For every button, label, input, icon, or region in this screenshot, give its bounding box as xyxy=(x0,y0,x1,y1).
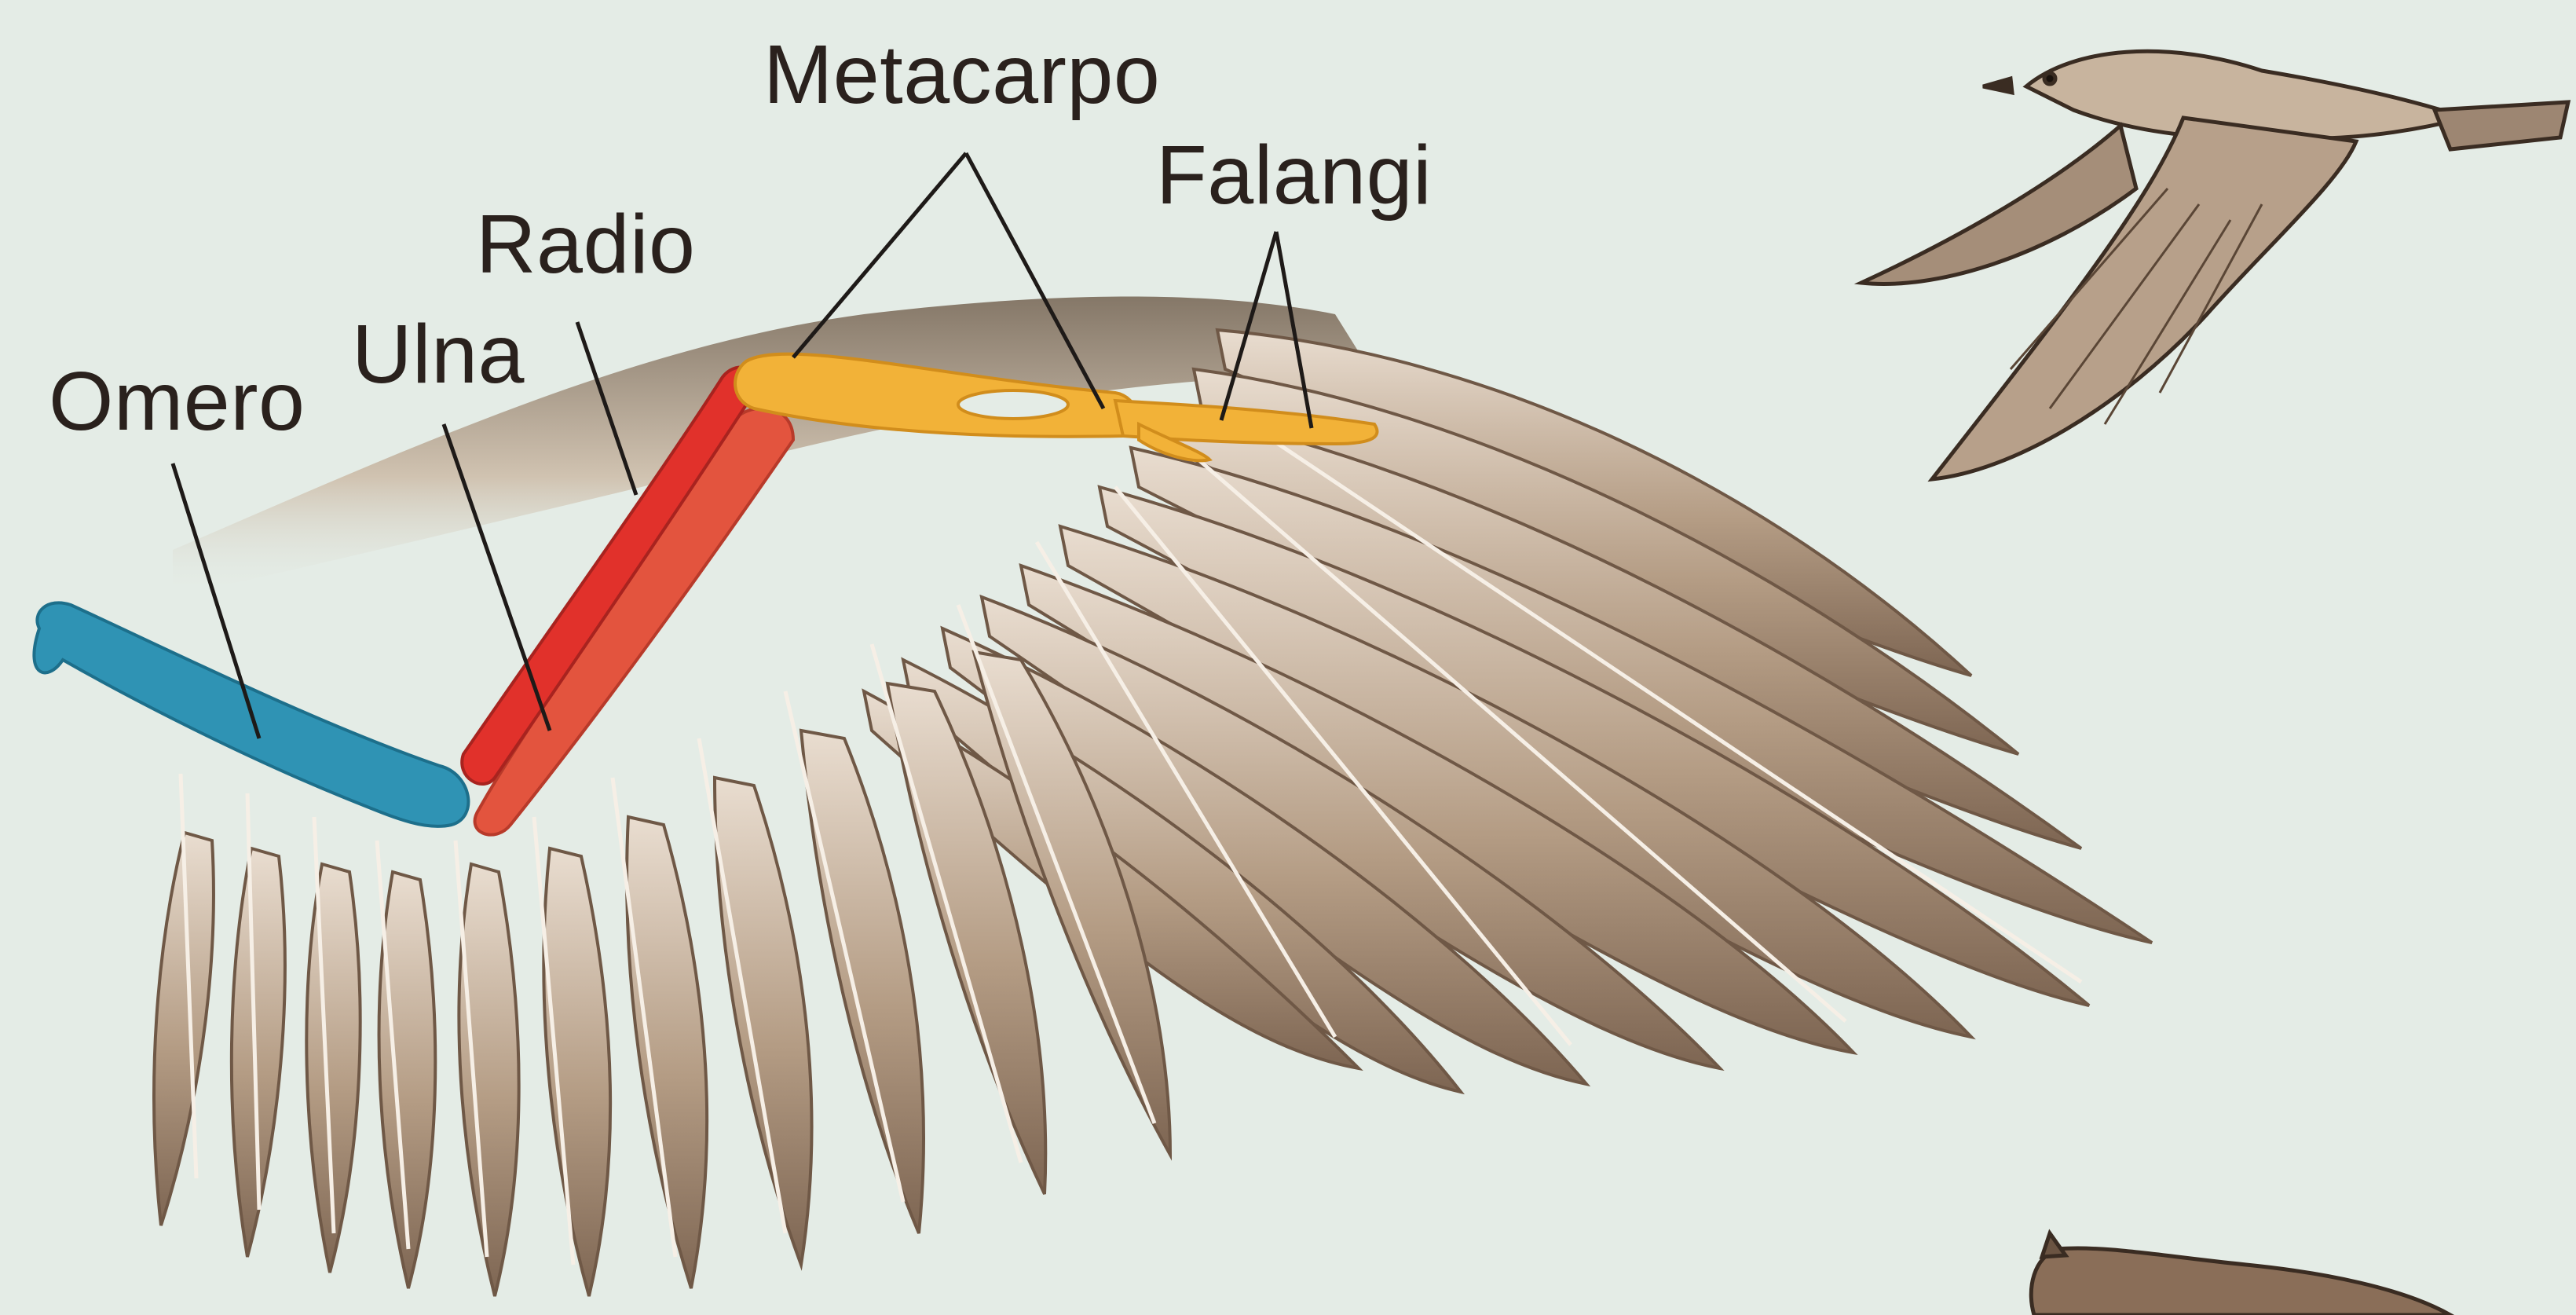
label-falangi: Falangi xyxy=(1156,134,1432,217)
label-ulna: Ulna xyxy=(352,313,525,396)
label-omero: Omero xyxy=(49,360,305,443)
partial-animal-illustration xyxy=(2031,1233,2450,1315)
label-radio: Radio xyxy=(476,203,695,286)
flying-bird-illustration xyxy=(1861,51,2568,479)
label-metacarpo: Metacarpo xyxy=(763,33,1160,116)
